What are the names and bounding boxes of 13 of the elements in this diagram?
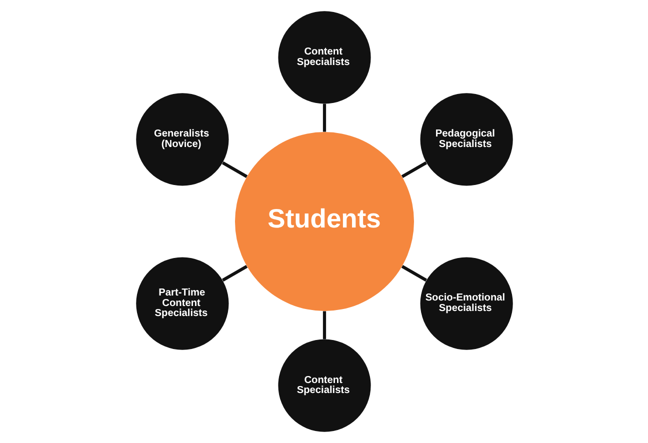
connector [400, 161, 427, 178]
node-circle: Students [234, 132, 414, 312]
node-circle: Part-Time Content Specialists [136, 257, 228, 350]
connector [221, 161, 248, 178]
connector [322, 104, 326, 132]
connector [221, 265, 248, 282]
node-circle: Generalists (Novice) [136, 93, 228, 186]
node-circle: Pedagogical Specialists [420, 93, 512, 186]
node-circle: Content Specialists [278, 11, 370, 104]
connector [400, 265, 427, 282]
node-circle: Content Specialists [278, 339, 370, 432]
node-circle: Socio-Emotional Specialists [420, 257, 512, 350]
connector [322, 311, 326, 340]
